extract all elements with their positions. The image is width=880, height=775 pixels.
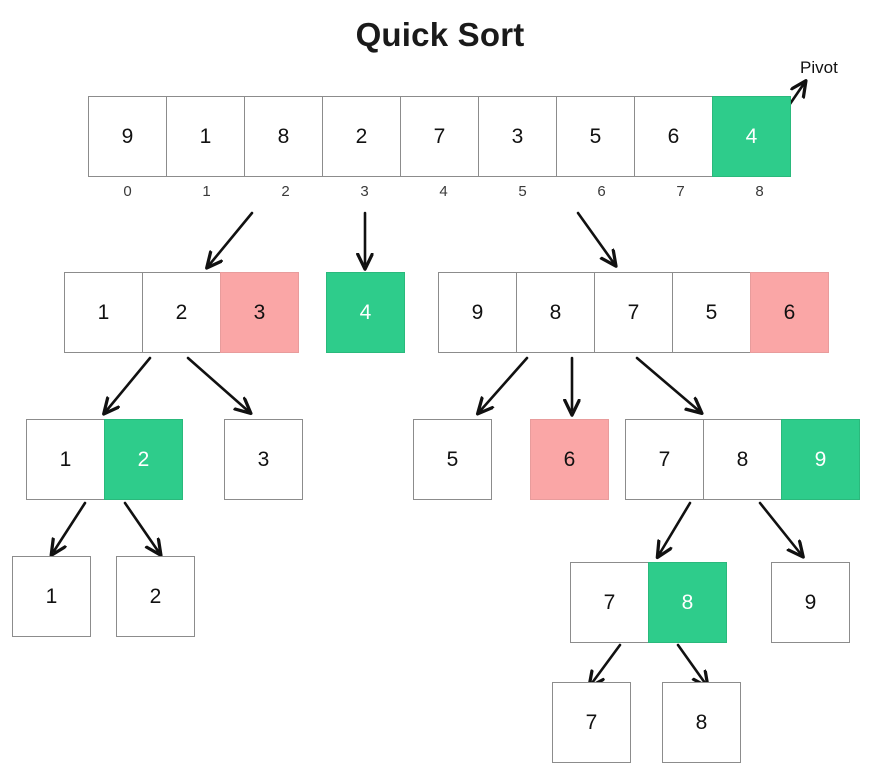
arrow-ll-to-leaf2 [123,501,158,551]
arrow-78-to-leaf8 [676,643,705,683]
right-partition-cell-1[interactable]: 8 [516,272,595,353]
index-label-7: 7 [676,183,685,200]
arrow-root-to-left [210,211,254,264]
arrow-l-to-lr [186,356,247,410]
leaf-seven-cell-0[interactable]: 7 [552,682,631,763]
page-title: Quick Sort [355,16,525,53]
left-partition-cell-0[interactable]: 1 [64,272,143,353]
leaf-eight-cell-0[interactable]: 8 [662,682,741,763]
root-cell-8-pivot[interactable]: 4 [712,96,791,177]
arrow-78-to-leaf7 [592,643,622,683]
right-right-cell-1[interactable]: 8 [703,419,782,500]
left-left-partition: 1 2 [26,419,183,500]
right-partition-cell-0[interactable]: 9 [438,272,517,353]
right-partition-cell-4-sorted[interactable]: 6 [750,272,829,353]
root-cell-2[interactable]: 8 [244,96,323,177]
root-cell-0[interactable]: 9 [88,96,167,177]
pivot-partition-cell-0[interactable]: 4 [326,272,405,353]
right-left-partition: 5 [413,419,492,500]
arrow-root-to-right [576,211,613,262]
leaf-nine: 9 [771,562,850,643]
pivot-partition: 4 [326,272,405,353]
left-left-cell-0[interactable]: 1 [26,419,105,500]
leaf-seven: 7 [552,682,631,763]
root-cell-3[interactable]: 2 [322,96,401,177]
root-index-row: 0 1 2 3 4 5 6 7 8 [88,183,799,200]
seven-eight-cell-0[interactable]: 7 [570,562,649,643]
index-label-0: 0 [123,183,132,200]
left-right-partition: 3 [224,419,303,500]
right-partition-cell-2[interactable]: 7 [594,272,673,353]
left-right-cell-0[interactable]: 3 [224,419,303,500]
index-label-8: 8 [755,183,764,200]
index-label-5: 5 [518,183,527,200]
left-partition-cell-2-sorted[interactable]: 3 [220,272,299,353]
index-label-3: 3 [360,183,369,200]
arrow-r-to-rl [481,356,529,410]
arrow-ll-to-leaf1 [54,501,87,551]
root-array: 9 1 8 2 7 3 5 6 4 [88,96,791,177]
root-cell-6[interactable]: 5 [556,96,635,177]
pivot-label: Pivot [800,58,838,77]
left-left-cell-1-pivot[interactable]: 2 [104,419,183,500]
right-left-cell-0[interactable]: 5 [413,419,492,500]
index-label-1: 1 [202,183,211,200]
right-right-cell-2-pivot[interactable]: 9 [781,419,860,500]
right-partition-cell-3[interactable]: 5 [672,272,751,353]
right-right-cell-0[interactable]: 7 [625,419,704,500]
seven-eight-cell-1-pivot[interactable]: 8 [648,562,727,643]
leaf-one-cell-0[interactable]: 1 [12,556,91,637]
leaf-two: 2 [116,556,195,637]
leaf-one: 1 [12,556,91,637]
root-cell-1[interactable]: 1 [166,96,245,177]
index-label-4: 4 [439,183,448,200]
arrow-rr-to-leaf9 [758,501,800,553]
root-cell-7[interactable]: 6 [634,96,713,177]
right-partition: 9 8 7 5 6 [438,272,829,353]
index-label-2: 2 [281,183,290,200]
leaf-nine-cell-0[interactable]: 9 [771,562,850,643]
seven-eight-partition: 7 8 [570,562,727,643]
leaf-two-cell-0[interactable]: 2 [116,556,195,637]
leaf-eight: 8 [662,682,741,763]
right-mid-cell-0-sorted[interactable]: 6 [530,419,609,500]
arrow-rr-to-78 [660,501,692,553]
root-cell-5[interactable]: 3 [478,96,557,177]
left-partition: 1 2 3 [64,272,299,353]
index-label-6: 6 [597,183,606,200]
right-mid-partition: 6 [530,419,609,500]
arrow-l-to-ll [107,356,152,410]
root-cell-4[interactable]: 7 [400,96,479,177]
arrow-r-to-rr [635,356,698,410]
right-right-partition: 7 8 9 [625,419,860,500]
left-partition-cell-1[interactable]: 2 [142,272,221,353]
